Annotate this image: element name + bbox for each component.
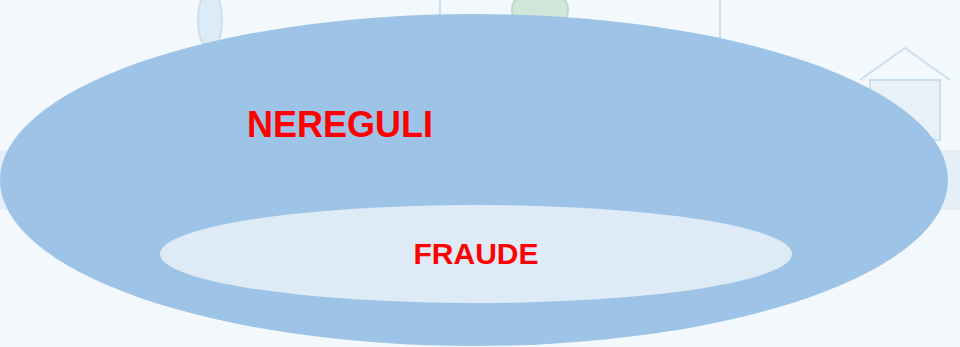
node-label: FRAUDE (414, 236, 539, 272)
outer-ellipse: NEREGULI FRAUDE (0, 14, 948, 346)
node-label: NEREGULI (247, 103, 433, 146)
ellipse-shape (0, 14, 948, 346)
ellipse-shape (160, 205, 792, 303)
inner-ellipse: FRAUDE (160, 205, 792, 303)
house-roof (860, 48, 950, 80)
tree-trunk (719, 0, 721, 40)
